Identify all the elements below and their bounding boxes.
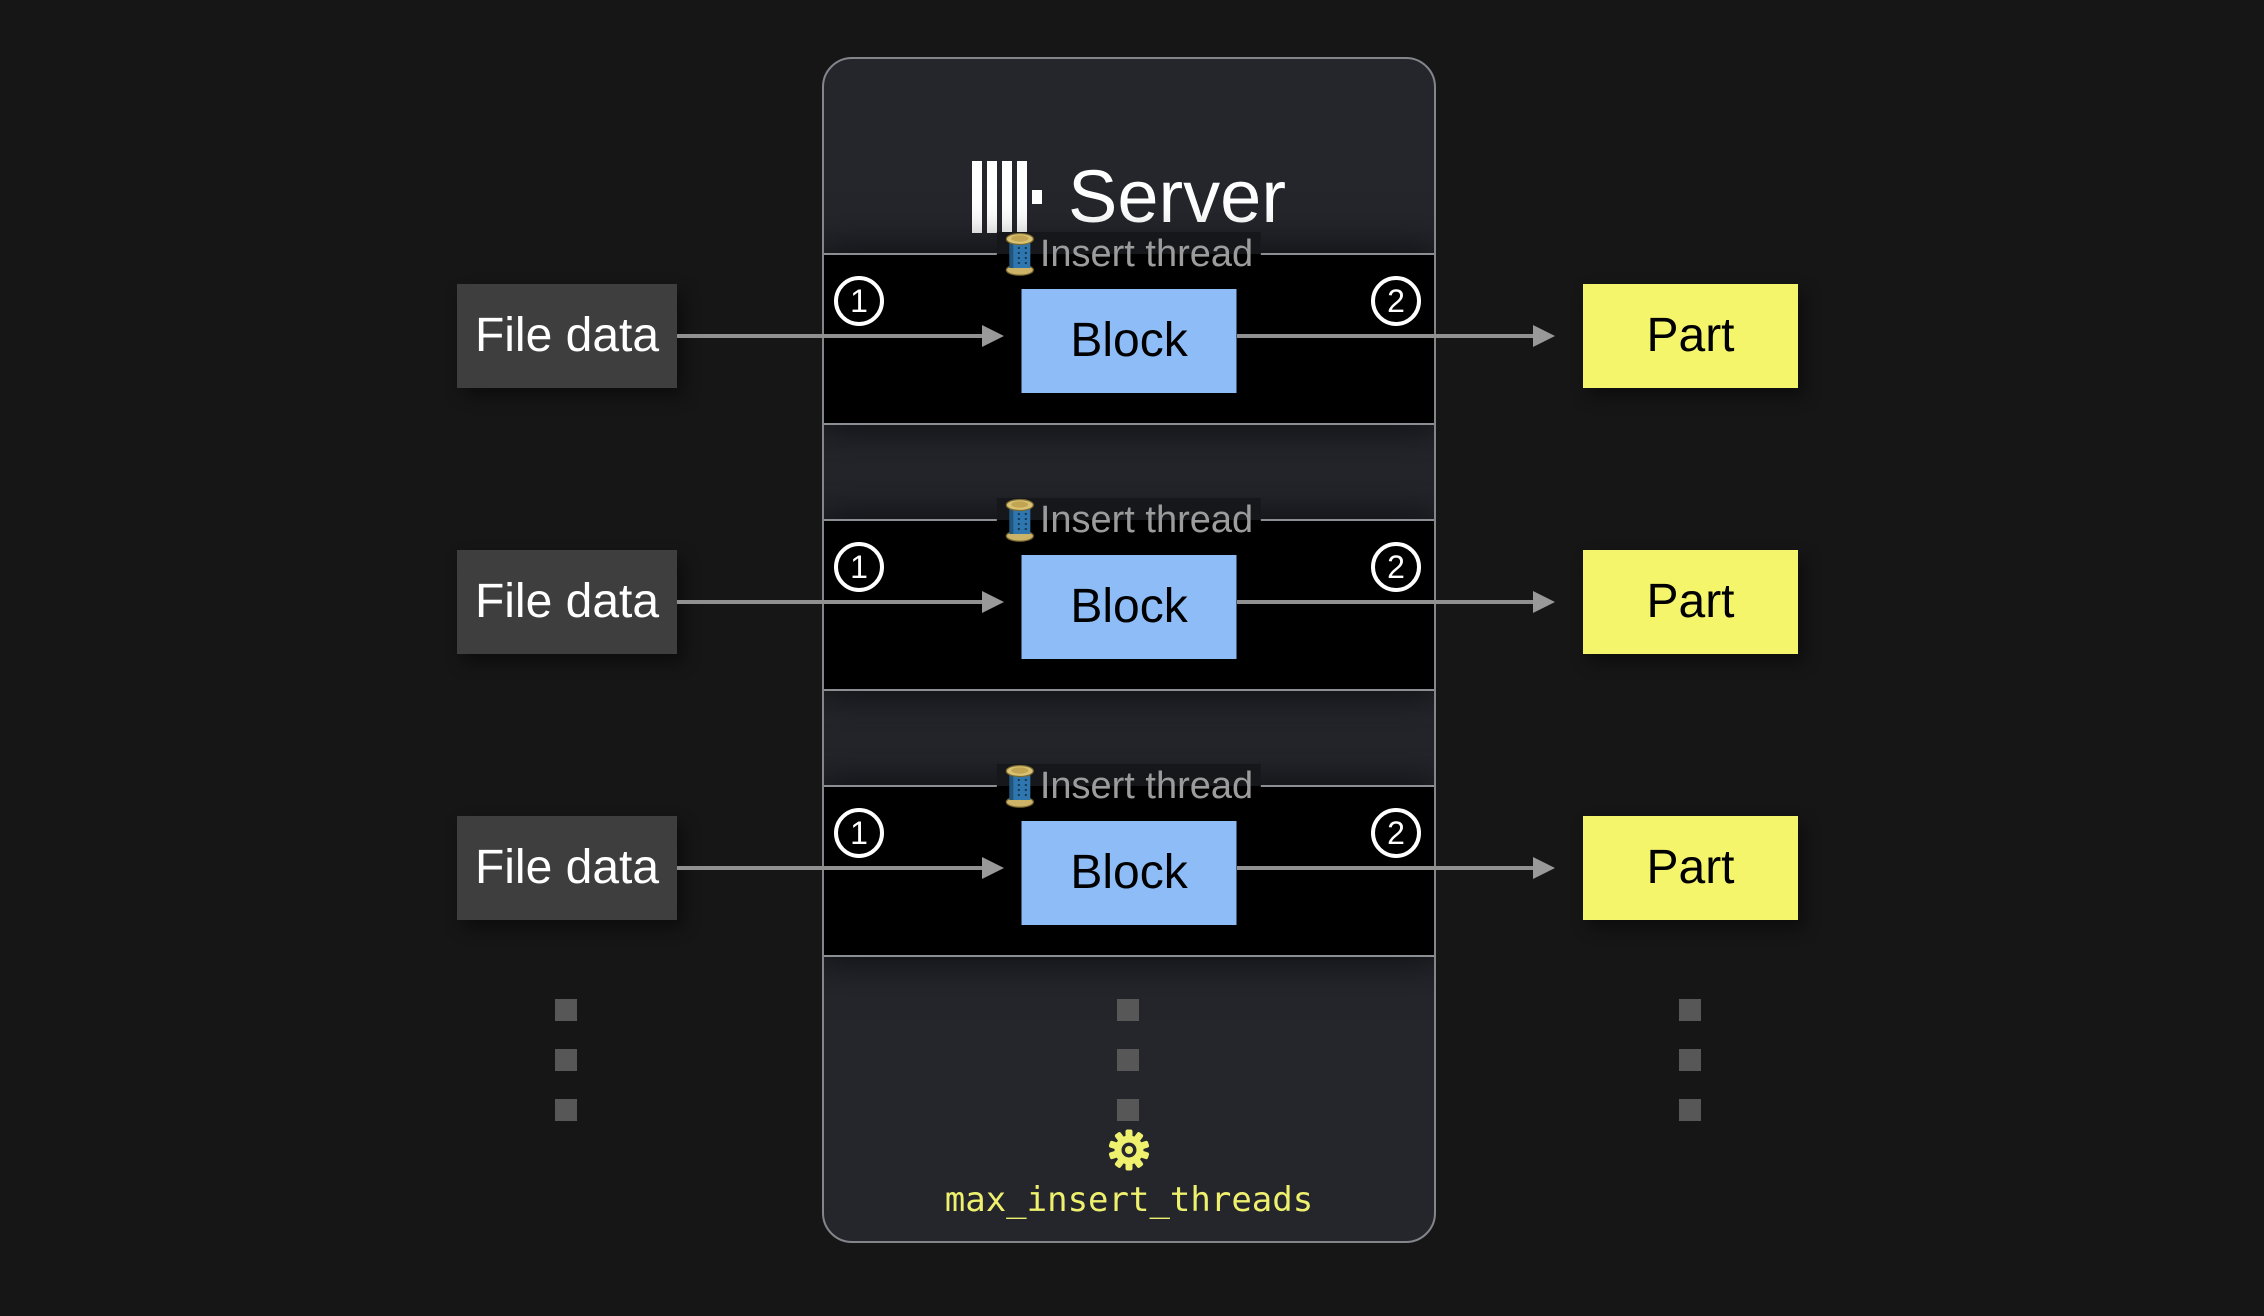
ellipsis-dot: [555, 1049, 577, 1071]
arrow-block-to-part: [1237, 325, 1555, 347]
file-data-node: File data: [457, 816, 677, 920]
step-2-number: 2: [1387, 283, 1405, 319]
server-title: Server: [824, 153, 1434, 241]
server-container: Server Insert thread 1 Block: [822, 57, 1436, 1243]
step-1-badge: 1: [834, 276, 884, 326]
setting-name-label: max_insert_threads: [944, 1180, 1314, 1220]
arrow-block-to-part: [1237, 857, 1555, 879]
ellipsis-left: [555, 999, 577, 1121]
insert-thread-legend: Insert thread: [996, 498, 1262, 542]
thread-spool-icon: [1005, 232, 1034, 276]
ellipsis-middle: [1117, 999, 1139, 1121]
ellipsis-dot: [1117, 999, 1139, 1021]
insert-thread-label: Insert thread: [1039, 499, 1254, 541]
ellipsis-dot: [1679, 999, 1701, 1021]
ellipsis-right: [1679, 999, 1701, 1121]
step-1-badge: 1: [834, 808, 884, 858]
block-node: Block: [1021, 289, 1237, 393]
file-data-node: File data: [457, 550, 677, 654]
ellipsis-dot: [1679, 1099, 1701, 1121]
step-2-number: 2: [1387, 815, 1405, 851]
step-2-badge: 2: [1371, 808, 1421, 858]
thread-spool-icon: [1005, 764, 1034, 808]
step-2-badge: 2: [1371, 542, 1421, 592]
step-2-number: 2: [1387, 549, 1405, 585]
arrow-block-to-part: [1237, 591, 1555, 613]
server-setting: max_insert_threads: [822, 1126, 1436, 1219]
step-1-number: 1: [850, 549, 868, 585]
insert-thread-label: Insert thread: [1039, 233, 1254, 275]
insert-thread-section-1: Insert thread 1 Block 2: [824, 232, 1434, 425]
insert-thread-label: Insert thread: [1039, 765, 1254, 807]
part-node: Part: [1583, 284, 1798, 388]
ellipsis-dot: [555, 1099, 577, 1121]
step-1-number: 1: [850, 815, 868, 851]
ellipsis-dot: [1117, 1099, 1139, 1121]
arrow-file-to-block: [677, 857, 1004, 879]
arrow-file-to-block: [677, 591, 1004, 613]
step-1-badge: 1: [834, 542, 884, 592]
gear-icon: [1108, 1129, 1150, 1171]
block-node: Block: [1021, 821, 1237, 925]
server-title-label: Server: [1068, 155, 1286, 238]
ellipsis-dot: [1679, 1049, 1701, 1071]
insert-thread-section-3: Insert thread 1 Block 2: [824, 764, 1434, 957]
thread-spool-icon: [1005, 498, 1034, 542]
ellipsis-dot: [555, 999, 577, 1021]
block-node: Block: [1021, 555, 1237, 659]
ellipsis-dot: [1117, 1049, 1139, 1071]
insert-thread-section-2: Insert thread 1 Block 2: [824, 498, 1434, 691]
clickhouse-bars-logo: [972, 161, 1043, 233]
arrow-file-to-block: [677, 325, 1004, 347]
part-node: Part: [1583, 550, 1798, 654]
part-node: Part: [1583, 816, 1798, 920]
step-1-number: 1: [850, 283, 868, 319]
insert-thread-legend: Insert thread: [996, 232, 1262, 276]
insert-thread-legend: Insert thread: [996, 764, 1262, 808]
step-2-badge: 2: [1371, 276, 1421, 326]
file-data-node: File data: [457, 284, 677, 388]
